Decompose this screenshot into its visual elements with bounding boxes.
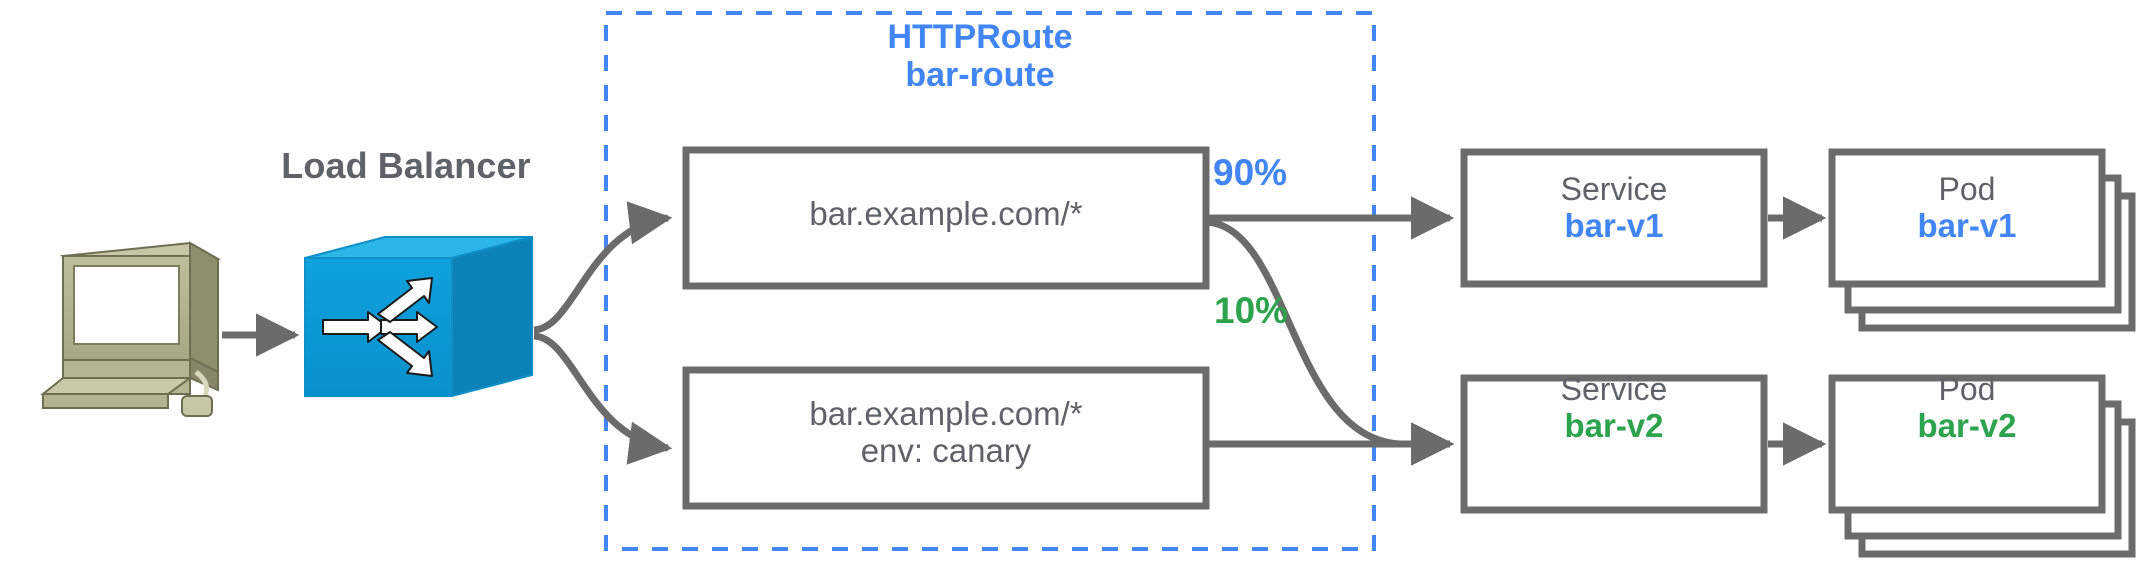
pod-bar-v2-label: Pod bar-v2 bbox=[1832, 371, 2102, 445]
pod-bar-v2-kind: Pod bbox=[1938, 371, 1996, 407]
httproute-boundary bbox=[604, 11, 1376, 551]
weight-label-90: 90% bbox=[1213, 152, 1288, 193]
service-box-bar-v2[interactable] bbox=[1460, 374, 1768, 514]
arrow-lb-to-rule-2 bbox=[533, 332, 673, 465]
rule-2-line-2: env: canary bbox=[860, 431, 1032, 469]
service-bar-v1-kind: Service bbox=[1560, 171, 1668, 207]
service-bar-v1-label: Service bar-v1 bbox=[1464, 171, 1764, 245]
pod-stack-bar-v2[interactable] bbox=[1828, 374, 2136, 558]
load-balancer-caption: Load Balancer bbox=[281, 145, 531, 186]
pod-bar-v1-label: Pod bar-v1 bbox=[1832, 171, 2102, 245]
rule-box-1[interactable] bbox=[682, 146, 1210, 290]
httproute-kind-label: HTTPRoute bbox=[887, 18, 1073, 56]
rule-1-label: bar.example.com/* bbox=[686, 195, 1206, 233]
rule-2-line-1: bar.example.com/* bbox=[809, 395, 1083, 432]
workstation-icon bbox=[40, 241, 222, 417]
service-bar-v2-kind: Service bbox=[1560, 371, 1668, 407]
pod-bar-v1-kind: Pod bbox=[1938, 171, 1996, 207]
rule-1-line-1: bar.example.com/* bbox=[809, 195, 1083, 232]
load-balancer-switch-icon bbox=[304, 235, 533, 398]
arrow-lb-to-rule-1 bbox=[533, 201, 673, 334]
service-bar-v2-label: Service bar-v2 bbox=[1464, 371, 1764, 445]
pod-bar-v1-name: bar-v1 bbox=[1917, 206, 2017, 244]
service-bar-v2-name: bar-v2 bbox=[1564, 406, 1664, 444]
pod-stack-bar-v1[interactable] bbox=[1828, 148, 2136, 332]
httproute-title: HTTPRoute bar-route bbox=[790, 18, 1170, 94]
service-box-bar-v1[interactable] bbox=[1460, 148, 1768, 288]
weight-label-10: 10% bbox=[1214, 290, 1289, 331]
arrow-rule1-to-service-v2-10 bbox=[1205, 218, 1455, 466]
rule-2-label: bar.example.com/* env: canary bbox=[686, 395, 1206, 470]
service-bar-v1-name: bar-v1 bbox=[1564, 206, 1664, 244]
pod-bar-v2-name: bar-v2 bbox=[1917, 406, 2017, 444]
httproute-name-label: bar-route bbox=[905, 56, 1055, 95]
rule-box-2[interactable] bbox=[682, 366, 1210, 510]
